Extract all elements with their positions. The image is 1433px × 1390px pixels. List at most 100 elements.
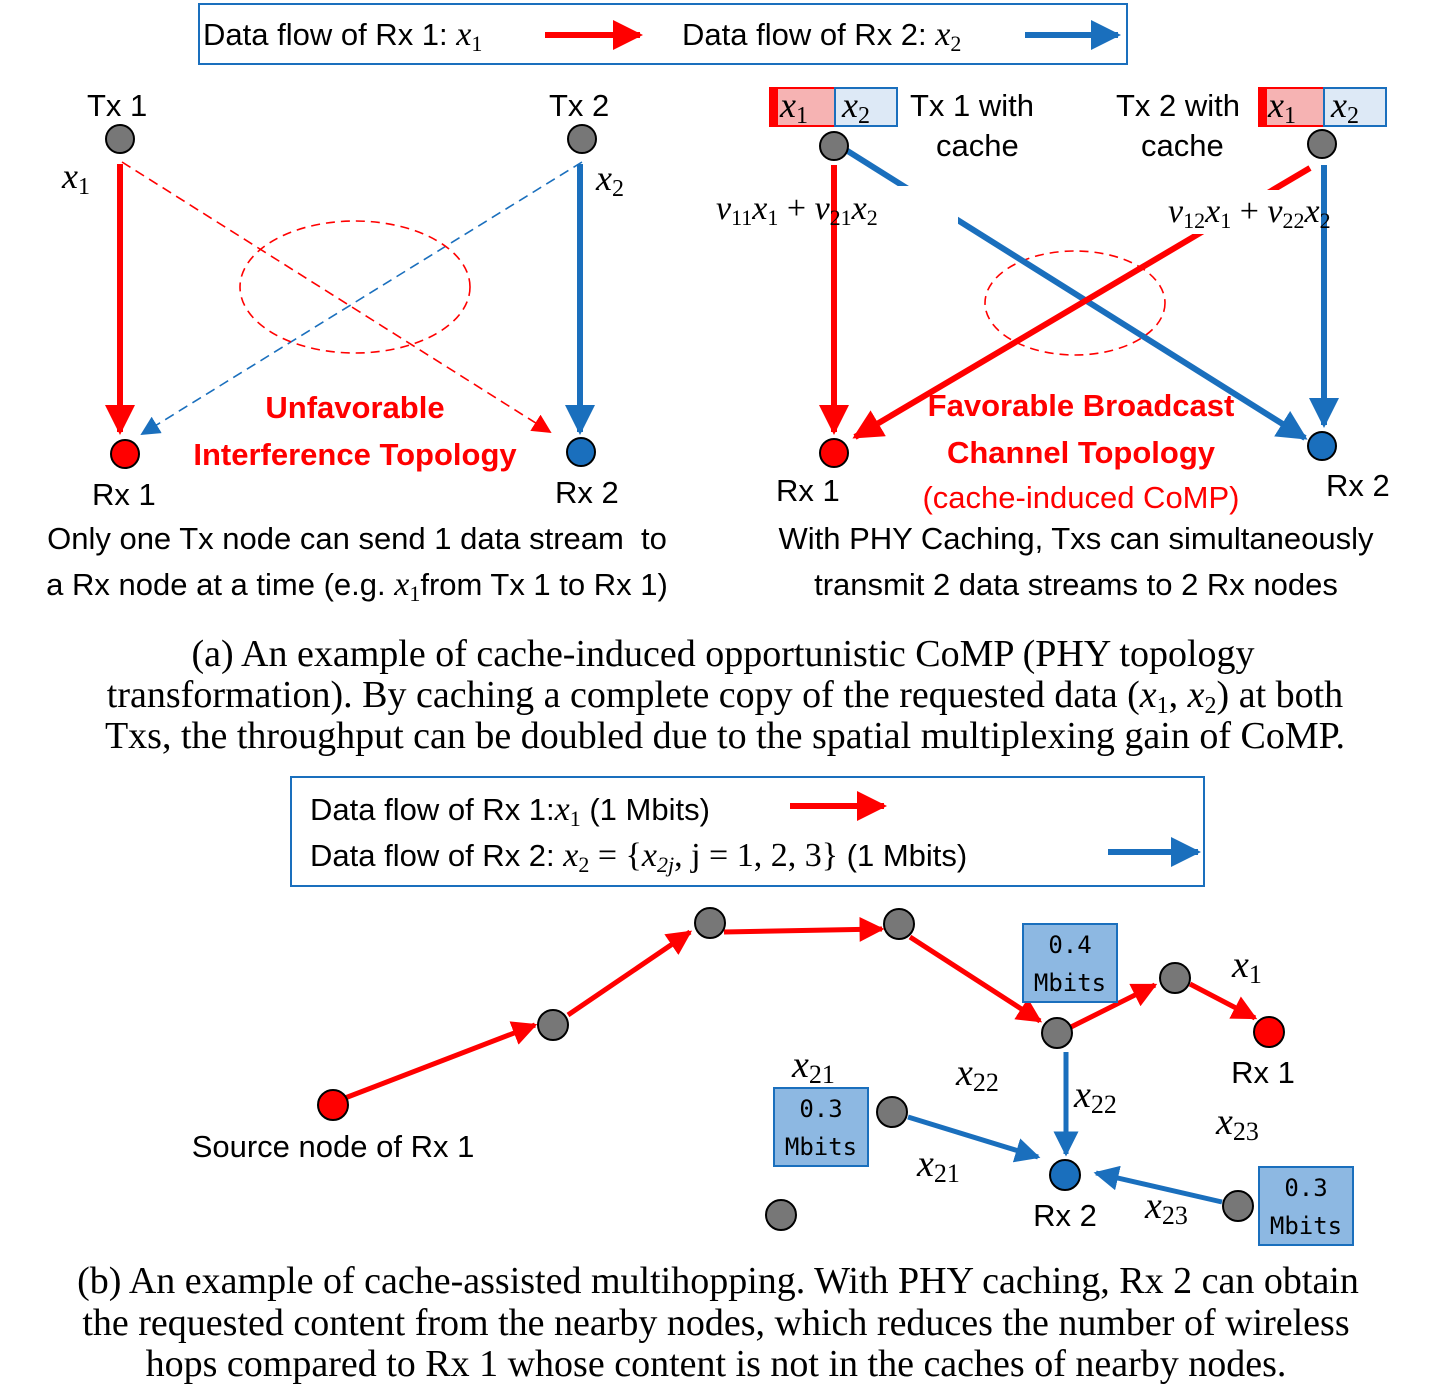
link-x23 (1093, 1165, 1223, 1205)
link-x21 (907, 1114, 1041, 1163)
rx1-label: Rx 1 (92, 477, 156, 512)
hop-6 (1188, 981, 1258, 1021)
legend-a-rx2-text: Data flow of Rx 2: x2 (682, 16, 961, 56)
hop-2 (566, 929, 693, 1018)
legend-b-frame (290, 776, 1205, 887)
relay-node (537, 1009, 569, 1041)
legend-a-frame (198, 3, 1128, 65)
x23-link-label: x23 (1144, 1185, 1188, 1230)
rx2-node (566, 437, 596, 467)
tx1-signal-equation: v11x1 + v21x2 (716, 190, 878, 230)
broadcast-region (984, 250, 1166, 356)
caption-a: (a) An example of cache-induced opportun… (105, 633, 1345, 757)
rx2-node (1049, 1159, 1081, 1191)
legend-b-rx1-text: Data flow of Rx 1:x1 (1 Mbits) (310, 791, 710, 831)
idle-node (765, 1199, 797, 1231)
caption-a-line2: transformation). By caching a complete c… (107, 674, 1343, 719)
rx2-label: Rx 2 (1033, 1198, 1097, 1233)
legend-a-rx1-sub: 1 (471, 31, 482, 56)
rx1-label: Rx 1 (776, 473, 840, 508)
legend-a-rx2-sym: x (934, 16, 950, 53)
x2-link-label: x2 (595, 158, 624, 202)
right-description-line1: With PHY Caching, Txs can simultaneously (779, 521, 1374, 556)
cache-node-x21 (876, 1096, 908, 1128)
tx1-cache-x2 (834, 87, 898, 127)
x1-hop-label: x1 (1231, 944, 1262, 989)
legend-a: Data flow of Rx 1: x1 Data flow of Rx 2:… (198, 3, 1128, 65)
tx1-label: Tx 1 (87, 88, 147, 123)
x21-cache-label: x21 (791, 1044, 835, 1089)
legend-b-rx2-text: Data flow of Rx 2: x2 = {x2j, j = 1, 2, … (310, 837, 967, 877)
eq2-mask (1165, 190, 1407, 234)
interference-region (239, 220, 471, 354)
left-description-line2: a Rx node at a time (e.g. x1from Tx 1 to… (46, 566, 668, 606)
favorable-title-line1: Favorable Broadcast (928, 388, 1235, 423)
rx2-label: Rx 2 (1326, 468, 1390, 503)
rx1-node (110, 439, 140, 469)
relay-node (1041, 1017, 1073, 1049)
tx2-node (567, 124, 597, 154)
tx1-cache-label-line2: cache (936, 128, 1019, 163)
interference-link-tx1-rx2 (121, 161, 552, 434)
cache-box-04-line2: Mbits (1034, 969, 1106, 997)
tx1-cache-x1-accent (770, 88, 778, 126)
cache-box-03-left (773, 1087, 869, 1167)
tx2-cache-x1-accent (1259, 88, 1267, 126)
caption-b-line1: (b) An example of cache-assisted multiho… (77, 1260, 1359, 1302)
hop-1 (344, 1021, 538, 1101)
panel-b: 0.4 Mbits 0.3 Mbits 0.3 Mbits Source nod… (192, 907, 1354, 1246)
tx2-cache-x1-label: x1 (1267, 85, 1296, 129)
tx1-cache-label-line1: Tx 1 with (910, 88, 1034, 123)
favorable-title-line2: Channel Topology (947, 435, 1216, 470)
rx1-node (819, 438, 849, 468)
tx2-label: Tx 2 (549, 88, 609, 123)
hop-4 (908, 934, 1043, 1024)
x22-link-label: x22 (1073, 1074, 1117, 1119)
legend-a-rx1-label: Data flow of Rx 1: (203, 17, 456, 52)
right-description-line2: transmit 2 data streams to 2 Rx nodes (814, 567, 1338, 602)
caption-b: (b) An example of cache-assisted multiho… (77, 1260, 1359, 1385)
legend-a-rx2-label: Data flow of Rx 2: (682, 17, 935, 52)
caption-b-line3: hops compared to Rx 1 whose content is n… (146, 1343, 1287, 1385)
cache-box-03-right (1258, 1166, 1354, 1246)
tx2-cache-x2-label: x2 (1330, 85, 1359, 129)
tx1-cache-node (819, 131, 849, 161)
caption-a-line1: (a) An example of cache-induced opportun… (191, 633, 1254, 675)
unfavorable-title-line2: Interference Topology (193, 437, 517, 472)
legend-a-rx1-sym: x (455, 16, 471, 53)
cache-box-03-right-line2: Mbits (1270, 1212, 1342, 1240)
interference-link-tx2-rx1 (140, 161, 583, 436)
caption-b-line2: the requested content from the nearby no… (82, 1302, 1349, 1344)
x23-cache-label: x23 (1215, 1101, 1259, 1146)
cache-box-03-left-line2: Mbits (785, 1133, 857, 1161)
tx2-cache-x1 (1258, 87, 1325, 127)
source-node-rx1 (317, 1089, 349, 1121)
left-description-line1: Only one Tx node can send 1 data stream … (47, 521, 667, 556)
rx1-label: Rx 1 (1231, 1055, 1295, 1090)
cache-box-04 (1022, 923, 1118, 1003)
tx2-cache-node (1307, 129, 1337, 159)
relay-node (694, 907, 726, 939)
cache-node-x23 (1222, 1190, 1254, 1222)
relay-node (883, 908, 915, 940)
legend-a-rx1-text: Data flow of Rx 1: x1 (203, 16, 482, 56)
panel-a-right: x1 x2 x1 x2 v11x1 + v21x2 v12x1 + v22x2 … (712, 85, 1407, 602)
x1-link-label: x1 (61, 156, 90, 200)
cache-box-03-right-line1: 0.3 (1284, 1174, 1327, 1202)
tx1-cache-x1-label: x1 (779, 85, 808, 129)
x21-link-label: x21 (916, 1143, 960, 1188)
source-node-label: Source node of Rx 1 (192, 1129, 475, 1164)
caption-a-line3: Txs, the throughput can be doubled due t… (105, 715, 1345, 757)
unfavorable-title-line1: Unfavorable (265, 390, 444, 425)
rx1-node (1253, 1016, 1285, 1048)
tx1-cache-x2-label: x2 (841, 85, 870, 129)
legend-b: Data flow of Rx 1:x1 (1 Mbits) Data flow… (290, 776, 1205, 887)
tx2-cache-x2 (1323, 87, 1387, 127)
x22-cache-label: x22 (955, 1052, 999, 1097)
legend-a-rx2-sub: 2 (950, 31, 961, 56)
tx2-cache-label-line2: cache (1141, 128, 1224, 163)
relay-node (1159, 962, 1191, 994)
favorable-title-line3: (cache-induced CoMP) (922, 480, 1239, 515)
tx2-signal-equation: v12x1 + v22x2 (1168, 193, 1331, 233)
